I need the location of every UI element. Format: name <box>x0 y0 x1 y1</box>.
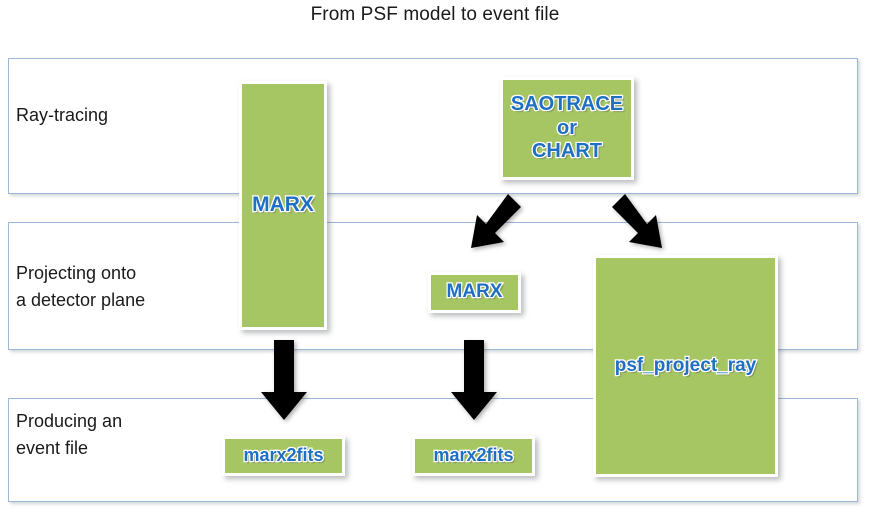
row-label-ray-tracing: Ray-tracing <box>16 105 109 125</box>
process-box-label: marx2fits <box>432 444 515 467</box>
row-label-producing: Producing an event file <box>16 411 123 458</box>
process-box-psf-project-ray[interactable]: psf_project_ray <box>593 255 778 477</box>
process-box-label: SAOTRACE or CHART <box>510 92 625 164</box>
process-box-label: marx2fits <box>242 444 325 467</box>
arrow-saotrace-to-marx-icon <box>471 194 521 248</box>
process-box-saotrace-or-chart[interactable]: SAOTRACE or CHART <box>500 77 634 180</box>
process-box-marx-small[interactable]: MARX <box>428 272 521 313</box>
row-label-projecting: Projecting onto a detector plane <box>16 263 146 310</box>
process-box-marx2fits-left[interactable]: marx2fits <box>222 436 345 476</box>
process-box-label: psf_project_ray <box>613 354 757 378</box>
page-title: From PSF model to event file <box>310 4 560 25</box>
process-box-label: MARX <box>445 280 503 304</box>
row-band-ray-tracing <box>8 58 858 194</box>
process-box-marx-tall[interactable]: MARX <box>239 81 327 330</box>
process-box-label: MARX <box>251 192 315 217</box>
arrow-saotrace-to-psf-project-ray-icon <box>612 194 662 248</box>
arrow-marx-to-marx2fits-icon <box>261 340 307 420</box>
process-box-marx2fits-middle[interactable]: marx2fits <box>412 436 535 476</box>
arrow-marx-small-to-marx2fits-icon <box>451 340 497 420</box>
